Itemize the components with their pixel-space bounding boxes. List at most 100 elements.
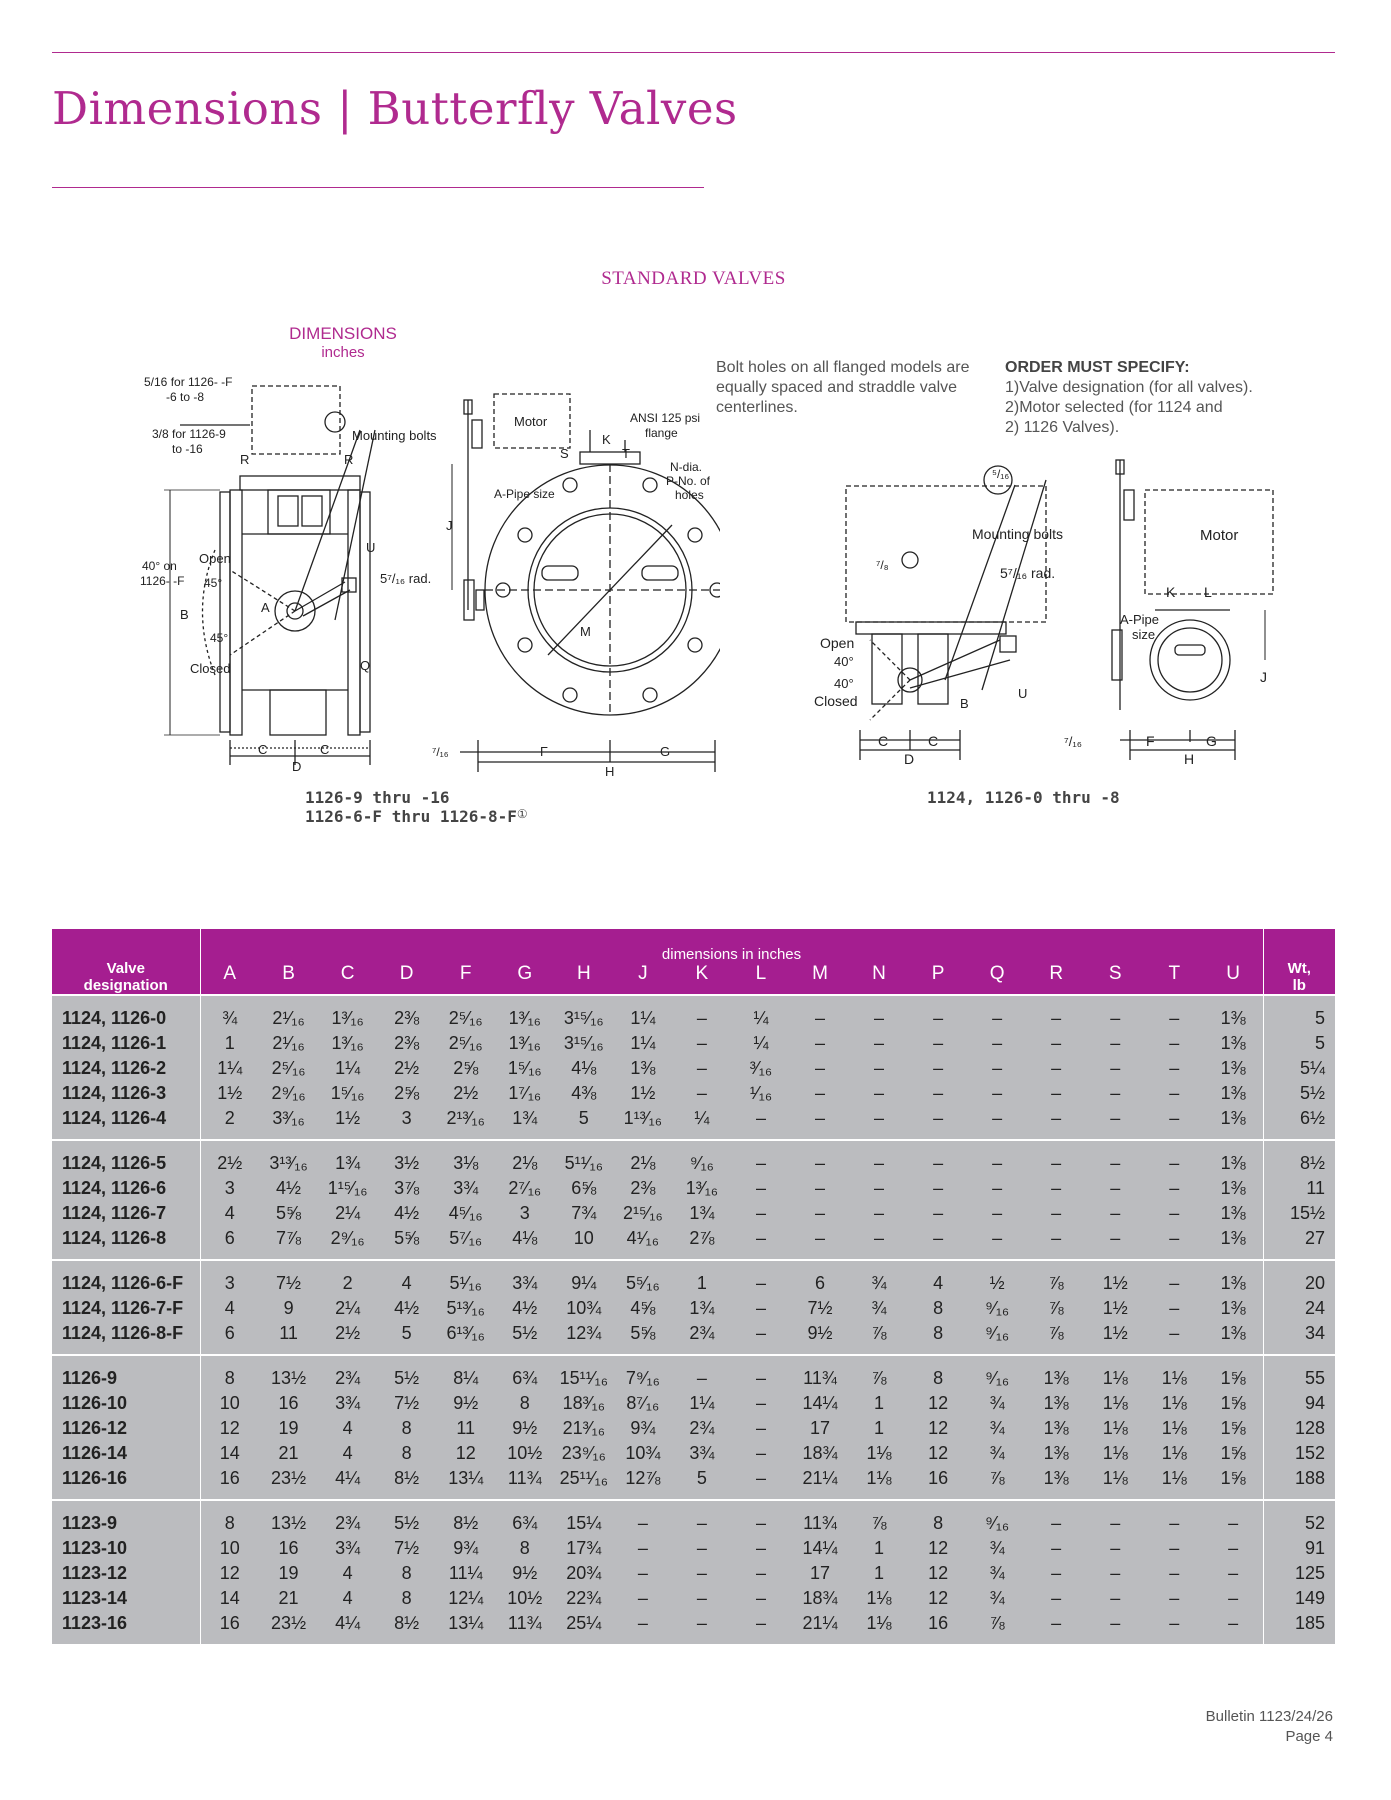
radius-label-right: 5⁷/₁₆ rad. — [1000, 565, 1055, 581]
dimension-cell-t: 1⅛ — [1144, 1441, 1204, 1466]
dimensions-header: dimensions in inches — [200, 929, 1264, 963]
column-header-m: M — [790, 963, 850, 995]
valve-designation-cell: 1123-12 — [52, 1561, 201, 1586]
dimension-cell-h: 22¾ — [554, 1586, 614, 1611]
dimension-cell-a: 6 — [200, 1226, 260, 1260]
valve-designation-cell: 1124, 1126-2 — [52, 1056, 201, 1081]
dimension-cell-l: ¹⁄₁₆ — [731, 1081, 791, 1106]
dimension-cell-a: 14 — [200, 1586, 260, 1611]
dimension-cell-d: 3⅞ — [377, 1176, 437, 1201]
dimension-cell-f: 4⁵⁄₁₆ — [436, 1201, 496, 1226]
dimension-cell-l: – — [731, 1391, 791, 1416]
mounting-bolts-label-right: Mounting bolts — [972, 526, 1063, 542]
dimension-cell-u: – — [1203, 1586, 1264, 1611]
dimension-cell-j: 2¹⁵⁄₁₆ — [613, 1201, 673, 1226]
dimension-cell-c: 2⁹⁄₁₆ — [318, 1226, 378, 1260]
dimension-cell-b: 16 — [259, 1536, 319, 1561]
dimension-cell-j: 1⅜ — [613, 1056, 673, 1081]
order-item: 2)Motor selected (for 1124 and — [1005, 399, 1223, 416]
dimension-cell-c: 3¾ — [318, 1536, 378, 1561]
dimension-cell-t: – — [1144, 1056, 1204, 1081]
valve-designation-cell: 1126-14 — [52, 1441, 201, 1466]
dimension-cell-f: 8¼ — [436, 1354, 496, 1391]
valve-designation-header: Valve designation — [52, 929, 201, 995]
weight-cell: 5 — [1262, 994, 1336, 1031]
dimension-cell-n: 1⅛ — [849, 1611, 909, 1644]
dimension-cell-n: 1⅛ — [849, 1441, 909, 1466]
c-left-label: C — [258, 742, 267, 757]
dimension-cell-u: 1⅜ — [1203, 1056, 1264, 1081]
dimension-cell-l: – — [731, 1321, 791, 1355]
closed-label: Closed — [190, 661, 230, 676]
dimension-cell-j: 1¼ — [613, 1031, 673, 1056]
dimension-cell-a: 16 — [200, 1611, 260, 1644]
valve-designation-cell: 1124, 1126-7 — [52, 1201, 201, 1226]
dimension-cell-u: 1⅝ — [1203, 1441, 1264, 1466]
u-label: U — [366, 540, 375, 555]
dimension-cell-l: – — [731, 1176, 791, 1201]
dimension-cell-k: 2¾ — [672, 1321, 732, 1355]
dimension-cell-k: 2⅞ — [672, 1226, 732, 1260]
dimension-cell-h: 15¹¹⁄₁₆ — [554, 1354, 614, 1391]
dimension-cell-r: – — [1026, 1056, 1086, 1081]
dimension-cell-f: 9¾ — [436, 1536, 496, 1561]
dimension-cell-k: 2¾ — [672, 1416, 732, 1441]
dimension-cell-r: – — [1026, 1139, 1086, 1176]
dimension-cell-q: – — [967, 1031, 1027, 1056]
valve-designation-cell: 1123-10 — [52, 1536, 201, 1561]
dimension-cell-t: – — [1144, 1031, 1204, 1056]
dimension-cell-c: 4 — [318, 1416, 378, 1441]
valve-designation-cell: 1126-10 — [52, 1391, 201, 1416]
dimension-cell-b: 11 — [259, 1321, 319, 1355]
dimension-cell-h: 10 — [554, 1226, 614, 1260]
dimension-cell-f: 2⁵⁄₁₆ — [436, 994, 496, 1031]
dimension-cell-q: ½ — [967, 1259, 1027, 1296]
a-label: A — [261, 600, 270, 615]
dimension-cell-g: 3¾ — [495, 1259, 555, 1296]
dimension-cell-q: – — [967, 1056, 1027, 1081]
dimension-cell-m: 11¾ — [790, 1499, 850, 1536]
dimension-cell-d: 4½ — [377, 1296, 437, 1321]
dimension-cell-p: – — [908, 1226, 968, 1260]
dimension-cell-c: 4¼ — [318, 1611, 378, 1644]
dimension-cell-g: 8 — [495, 1536, 555, 1561]
dimension-cell-f: 5¹³⁄₁₆ — [436, 1296, 496, 1321]
dimension-cell-t: 1⅛ — [1144, 1466, 1204, 1500]
dimension-cell-r: – — [1026, 994, 1086, 1031]
dimension-cell-t: – — [1144, 1321, 1204, 1355]
s-label: S — [560, 446, 569, 461]
n-dia-label-1: N-dia. — [670, 460, 702, 474]
dimension-cell-s: – — [1085, 1499, 1145, 1536]
dimension-cell-q: ⁹⁄₁₆ — [967, 1321, 1027, 1355]
dimension-cell-t: – — [1144, 1201, 1204, 1226]
dimension-cell-f: 2⁵⁄₁₆ — [436, 1031, 496, 1056]
weight-cell: 11 — [1262, 1176, 1336, 1201]
dimension-cell-m: 17 — [790, 1561, 850, 1586]
dimension-cell-r: – — [1026, 1226, 1086, 1260]
dimension-cell-f: 5¹⁄₁₆ — [436, 1259, 496, 1296]
h-label: H — [605, 764, 614, 779]
dimension-cell-n: 1⅛ — [849, 1586, 909, 1611]
dimension-cell-m: 6 — [790, 1259, 850, 1296]
dimension-cell-q: – — [967, 994, 1027, 1031]
dimension-cell-p: – — [908, 1176, 968, 1201]
a-pipe-label-right-2: size — [1132, 627, 1155, 642]
weight-cell: 5¼ — [1262, 1056, 1336, 1081]
footer: Bulletin 1123/24/26 Page 4 — [1206, 1707, 1333, 1747]
dimension-cell-m: 7½ — [790, 1296, 850, 1321]
dimension-cell-d: 8 — [377, 1416, 437, 1441]
dimension-cell-s: – — [1085, 1106, 1145, 1140]
dimension-cell-b: 19 — [259, 1561, 319, 1586]
dimension-cell-m: – — [790, 1226, 850, 1260]
dimension-cell-h: 15¼ — [554, 1499, 614, 1536]
valve-designation-cell: 1123-9 — [52, 1499, 201, 1536]
dimension-cell-g: 1³⁄₁₆ — [495, 994, 555, 1031]
dimension-cell-r: ⅞ — [1026, 1321, 1086, 1355]
dimension-cell-s: – — [1085, 1031, 1145, 1056]
dimension-cell-s: 1⅛ — [1085, 1416, 1145, 1441]
dimension-cell-r: – — [1026, 1031, 1086, 1056]
d-label: D — [292, 759, 301, 774]
